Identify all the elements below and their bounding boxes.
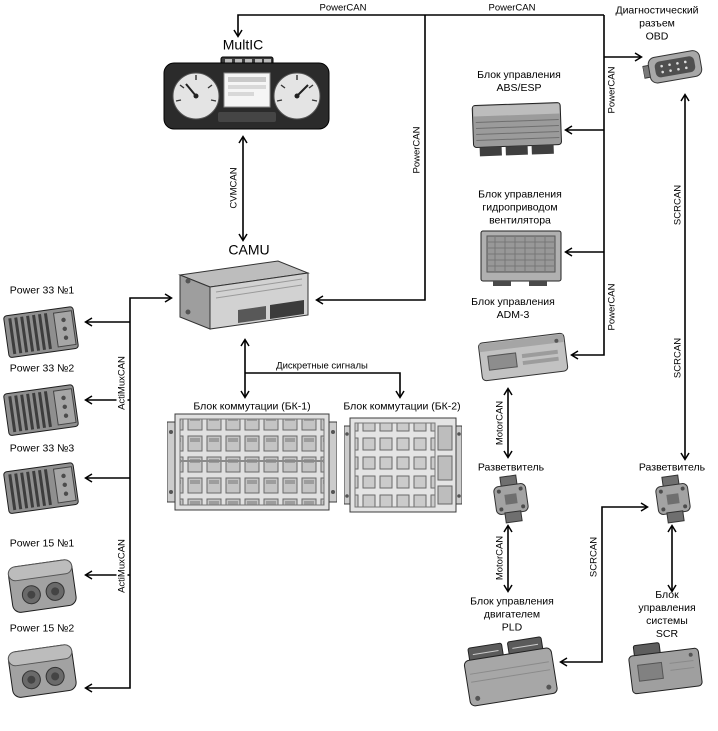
bus-label-actimuxcan-1: ActiMuxCAN — [116, 354, 128, 412]
bk1-panel-icon — [167, 412, 337, 514]
splitter-right-label: Разветвитель — [638, 461, 706, 474]
bus-label-scrcan-1: SCRCAN — [672, 182, 684, 228]
bus-label-motorcan-1: MotorCAN — [494, 398, 506, 448]
splitter-right-icon — [646, 471, 700, 527]
abs-esp-unit-icon — [470, 96, 565, 161]
power15-1-label: Power 15 №1 — [9, 537, 75, 550]
splitter-left-icon — [484, 471, 538, 527]
obd-connector-icon — [639, 39, 708, 95]
wire-scrcan-splitter-to-pld — [559, 502, 649, 667]
power33-3-label: Power 33 №3 — [9, 442, 75, 455]
bk2-panel-icon — [344, 416, 462, 514]
power33-3-icon — [0, 452, 84, 524]
power15-2-label: Power 15 №2 — [9, 622, 75, 635]
bus-label-motorcan-2: MotorCAN — [494, 533, 506, 583]
pld-unit-icon — [457, 629, 563, 715]
wire-powercan-top-to-multic — [233, 14, 604, 38]
power15-2-icon — [2, 631, 84, 707]
fan-drive-unit-icon — [479, 229, 564, 288]
bus-label-scrcan-3: SCRCAN — [588, 534, 600, 580]
bus-label-powercan-right-1: PowerCAN — [606, 64, 618, 116]
bus-label-actimuxcan-2: ActiMuxCAN — [116, 537, 128, 595]
wire-discrete-to-bk2 — [245, 372, 405, 399]
scr-label: Блок управления системы SCR — [638, 588, 696, 641]
camu-label: CAMU — [228, 241, 270, 258]
power33-1-label: Power 33 №1 — [9, 284, 75, 297]
bus-label-powercan-top-left: PowerCAN — [317, 2, 369, 14]
adm3-label: Блок управления ADM-3 — [471, 295, 555, 321]
bk1-label: Блок коммутации (БК-1) — [193, 400, 311, 413]
wire-powercan-right-to-adm3 — [570, 15, 605, 360]
abs-esp-label: Блок управления ABS/ESP — [477, 68, 561, 94]
power15-1-icon — [2, 546, 84, 622]
power33-2-icon — [0, 374, 84, 446]
obd-label: Диагностический разъем OBD — [615, 4, 699, 43]
fan-unit-label: Блок управления гидроприводом вентилятор… — [478, 188, 562, 227]
bk2-label: Блок коммутации (БК-2) — [343, 400, 461, 413]
camu-unit-icon — [174, 257, 314, 335]
splitter-left-label: Разветвитель — [477, 461, 545, 474]
power33-1-icon — [0, 296, 84, 368]
power33-2-label: Power 33 №2 — [9, 362, 75, 375]
bus-label-cvmcan: CVMCAN — [228, 165, 240, 211]
wire-actimux-trunk — [84, 293, 173, 693]
bus-label-powercan-mid: PowerCAN — [411, 124, 423, 176]
adm3-unit-icon — [473, 320, 574, 391]
wire-powercan-to-camu — [315, 15, 426, 305]
bus-label-powercan-top-right: PowerCAN — [486, 2, 538, 14]
scr-unit-icon — [623, 633, 707, 700]
multic-cluster-icon — [163, 56, 330, 132]
bus-label-discrete-signals: Дискретные сигналы — [274, 360, 370, 372]
pld-label: Блок управления двигателем PLD — [470, 595, 554, 634]
multic-label: MultIC — [222, 36, 264, 53]
bus-label-powercan-right-2: PowerCAN — [606, 281, 618, 333]
bus-label-scrcan-2: SCRCAN — [672, 335, 684, 381]
